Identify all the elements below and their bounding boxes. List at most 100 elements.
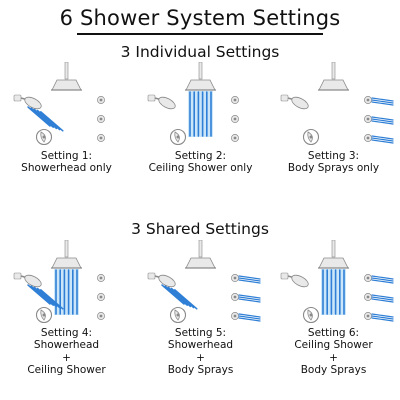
body-sprays-icon [364, 274, 394, 322]
setting-5: Setting 5: Showerhead + Body Sprays [134, 240, 267, 376]
body-spray-stream [371, 294, 394, 299]
body-spray-jet-center [233, 276, 237, 280]
title-underline [77, 33, 323, 35]
setting-5-label: Setting 5: Showerhead + Body Sprays [134, 327, 267, 377]
ceiling-arm [198, 240, 203, 258]
valve-center [176, 135, 180, 139]
wall-spray-stream [36, 109, 61, 131]
body-spray-jet-center [233, 136, 237, 140]
ceiling-head [185, 79, 216, 91]
body-spray-stream [371, 313, 394, 318]
setting-6-label-line-4: Body Sprays [300, 364, 367, 377]
setting-2-label: Setting 2: Ceiling Shower only [134, 150, 267, 175]
wall-spray-stream [33, 108, 58, 130]
body-spray-stream [238, 275, 261, 280]
ceiling-head [185, 257, 216, 269]
body-spray-stream [371, 116, 394, 121]
valve-trim-icon [169, 306, 187, 324]
body-spray-stream [371, 315, 394, 320]
wall-spray-stream [164, 285, 188, 306]
valve-center [42, 135, 46, 139]
setting-1-label-line-2: Showerhead only [21, 162, 112, 175]
wall-spray-stream [27, 106, 51, 127]
wall-spray-stream [33, 286, 58, 308]
wall-head [24, 274, 42, 288]
wall-spray [27, 106, 64, 132]
wall-spray-stream [167, 286, 192, 308]
setting-2: Setting 2: Ceiling Shower only [134, 62, 267, 187]
wall-spray-stream [161, 284, 185, 305]
shower-system-illustration [280, 62, 394, 146]
setting-5-label-line-4: Body Sprays [167, 364, 234, 377]
ceiling-spray [188, 91, 213, 137]
wall-spray-stream [170, 287, 195, 309]
body-sprays-icon [231, 274, 261, 322]
body-spray-stream [371, 135, 394, 140]
valve-center [309, 313, 313, 317]
setting-3-label-line-1: Setting 3: [307, 150, 360, 162]
body-sprays-icon [364, 96, 394, 144]
setting-3-label: Setting 3: Body Sprays only [267, 150, 400, 175]
ceiling-head [318, 257, 349, 269]
valve-center [176, 313, 180, 317]
setting-1-label: Setting 1: Showerhead only [0, 150, 133, 175]
wall-spray-stream [27, 284, 51, 305]
ceiling-shower-icon [185, 240, 216, 269]
page-title: 6 Shower System Settings [59, 6, 341, 30]
wall-spray-stream [36, 287, 61, 309]
ceiling-shower-icon [185, 62, 216, 137]
ceiling-spray [321, 269, 346, 315]
body-spray-jet-center [233, 117, 237, 121]
body-spray-stream [238, 317, 261, 322]
setting-1-label-line-1: Setting 1: [40, 150, 93, 162]
body-spray-stream [371, 139, 394, 144]
wall-showerhead-icon [147, 94, 176, 110]
body-spray-jet-center [99, 276, 103, 280]
wall-flange [147, 94, 156, 102]
shower-system-illustration [147, 240, 261, 324]
valve-center [309, 135, 313, 139]
setting-6-label-line-3: + [329, 351, 338, 364]
ceiling-head [51, 79, 82, 91]
ceiling-shower-icon [318, 240, 349, 315]
ceiling-spray-backdrop [54, 269, 79, 315]
body-spray-stream [238, 279, 261, 284]
ceiling-shower-icon [51, 240, 82, 315]
body-spray-stream [371, 296, 394, 301]
body-spray-stream [371, 101, 394, 106]
setting-4: Setting 4: Showerhead + Ceiling Shower [0, 240, 133, 376]
shower-system-illustration [147, 62, 239, 146]
wall-flange [280, 272, 289, 280]
setting-6-label-line-2: Ceiling Shower [294, 339, 373, 352]
setting-4-label: Setting 4: Showerhead + Ceiling Shower [0, 327, 133, 377]
ceiling-shower-icon [318, 62, 349, 91]
wall-spray-stream [30, 285, 54, 306]
ceiling-arm [198, 62, 203, 80]
setting-5-label-line-2: Showerhead [167, 339, 234, 352]
body-spray-stream [371, 97, 394, 102]
wall-flange [13, 272, 22, 280]
valve-trim-icon [302, 306, 320, 324]
wall-spray-stream [30, 107, 54, 128]
valve-trim-icon [169, 128, 187, 146]
body-spray-jet-center [233, 295, 237, 299]
ceiling-arm [64, 62, 69, 80]
body-spray-stream [238, 296, 261, 301]
ceiling-arm [64, 240, 69, 258]
wall-head [158, 96, 176, 110]
wall-flange [147, 272, 156, 280]
body-spray-stream [371, 279, 394, 284]
valve-trim-icon [302, 128, 320, 146]
setting-3: Setting 3: Body Sprays only [267, 62, 400, 187]
ceiling-spray-backdrop [188, 91, 213, 137]
wall-showerhead-icon [13, 94, 64, 132]
setting-6: Setting 6: Ceiling Shower + Body Sprays [267, 240, 400, 376]
body-spray-stream [371, 137, 394, 142]
wall-showerhead-icon [280, 272, 309, 288]
setting-6-label-line-1: Setting 6: [307, 327, 360, 339]
ceiling-head [51, 257, 82, 269]
wall-flange [280, 94, 289, 102]
wall-flange [13, 94, 22, 102]
setting-1: Setting 1: Showerhead only [0, 62, 133, 187]
setting-2-label-line-2: Ceiling Shower only [148, 162, 253, 175]
